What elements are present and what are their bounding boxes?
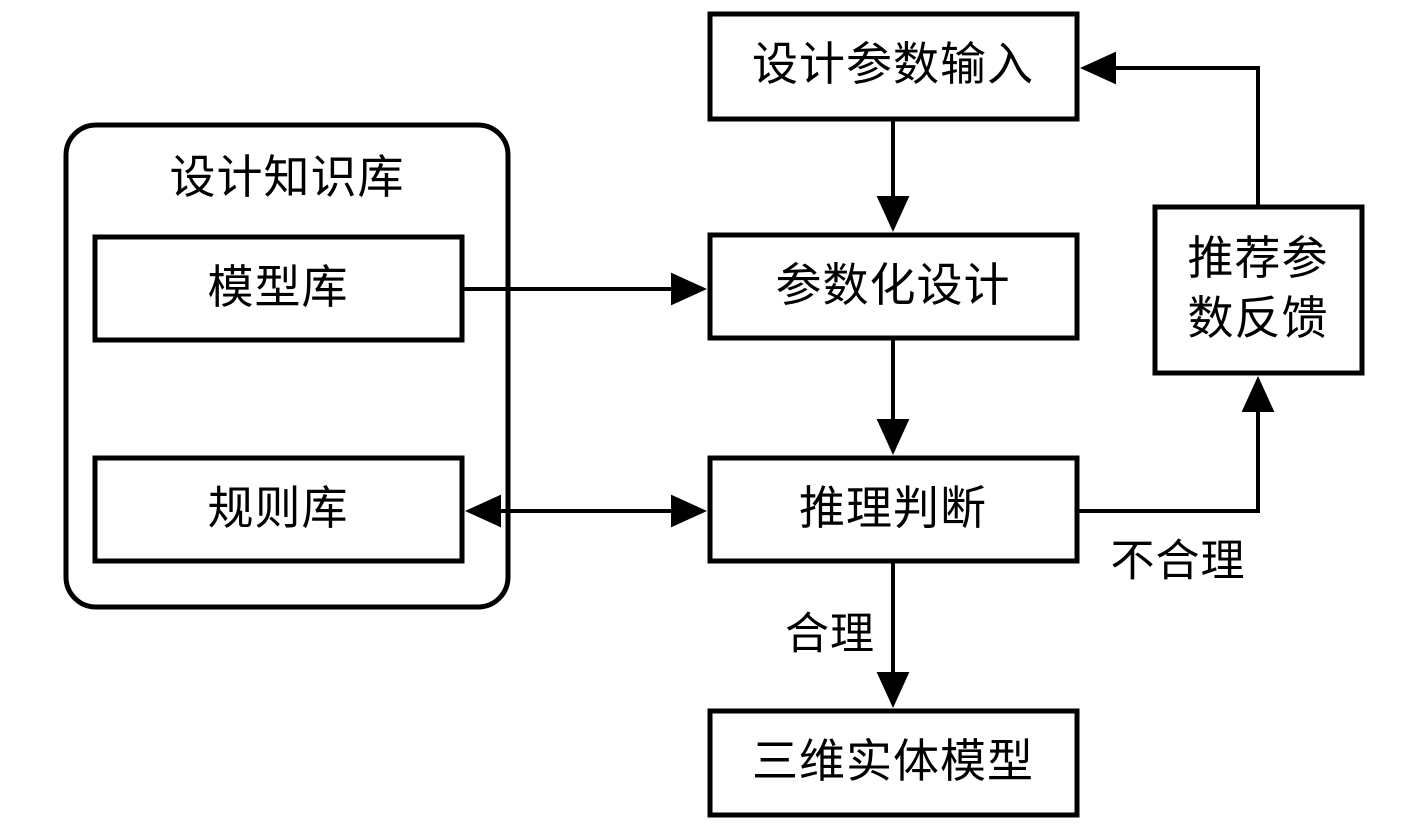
node-inference-judgment[interactable]: 推理判断 (707, 455, 1080, 564)
recommended-parameter-feedback-box (1152, 204, 1365, 376)
solid-model-box (707, 708, 1080, 818)
node-parametric-design[interactable]: 参数化设计 (707, 232, 1080, 341)
inference-judgment-box (707, 455, 1080, 564)
recommended-parameter-feedback-label-line1: 推荐参 (1188, 231, 1329, 285)
rule-library-box (92, 455, 465, 564)
model-library-box (92, 234, 465, 343)
design-parameter-input-label: 设计参数输入 (752, 37, 1034, 91)
edge-inference-judgment-to-feedback (1077, 376, 1275, 513)
node-recommended-parameter-feedback[interactable]: 推荐参 数反馈 (1152, 204, 1365, 376)
node-model-library[interactable]: 模型库 (92, 234, 465, 343)
rule-library-label: 规则库 (208, 481, 349, 535)
model-library-label: 模型库 (208, 260, 349, 314)
edge-label-unreasonable: 不合理 (1111, 536, 1246, 587)
edge-label-reasonable: 合理 (785, 609, 875, 660)
solid-model-label: 三维实体模型 (752, 734, 1034, 788)
parametric-design-label: 参数化设计 (776, 258, 1011, 312)
node-solid-model[interactable]: 三维实体模型 (707, 708, 1080, 818)
design-parameter-input-box (707, 11, 1080, 122)
recommended-parameter-feedback-label-line2: 数反馈 (1188, 291, 1329, 345)
node-design-parameter-input[interactable]: 设计参数输入 (707, 11, 1080, 122)
design-knowledge-base-label: 设计知识库 (170, 150, 405, 204)
node-rule-library[interactable]: 规则库 (92, 455, 465, 564)
edge-feedback-to-design-parameter-input (1080, 51, 1260, 207)
inference-judgment-label: 推理判断 (799, 481, 987, 535)
